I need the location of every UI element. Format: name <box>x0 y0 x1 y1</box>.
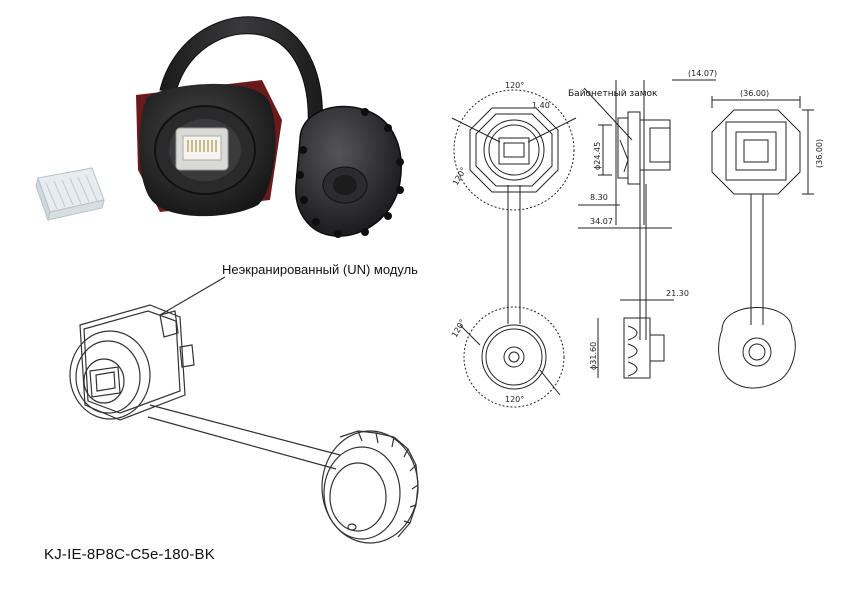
un-module-leader-line <box>159 276 226 316</box>
dim-8-30: 8.30 <box>590 193 608 202</box>
back-view <box>711 96 814 389</box>
bayonet-lock-label: Байонетный замок <box>568 89 658 99</box>
dim-angle-top: 120° <box>505 81 524 90</box>
dim-31-60: ϕ31.60 <box>589 342 598 370</box>
dim-36-width: (36.00) <box>740 89 769 98</box>
dim-angle-left: 120° <box>451 166 468 187</box>
un-module-label: Неэкранированный (UN) модуль <box>222 262 418 277</box>
dim-24-45: ϕ24.45 <box>593 142 602 170</box>
rj45-plug-image <box>35 167 105 222</box>
dim-angle-cap-bottom: 120° <box>505 395 524 404</box>
dim-1-40: 1.40 <box>532 101 550 110</box>
dim-21-30: 21.30 <box>666 289 689 298</box>
model-number-label: KJ-IE-8P8C-C5e-180-BK <box>44 546 215 563</box>
side-view <box>578 79 716 379</box>
socket-body-image <box>136 80 282 217</box>
front-view <box>451 89 577 408</box>
dim-36-height: (36.00) <box>815 139 824 168</box>
dust-cap-image <box>295 105 404 238</box>
perspective-line-drawing <box>69 276 419 544</box>
technical-drawing: 120° 120° 1.40 Байонетный замок (14.07) … <box>450 69 824 408</box>
dim-14-07: (14.07) <box>688 69 717 78</box>
product-photo <box>35 16 404 238</box>
dim-34-07: 34.07 <box>590 217 613 226</box>
dim-angle-cap-left: 120° <box>450 318 467 339</box>
